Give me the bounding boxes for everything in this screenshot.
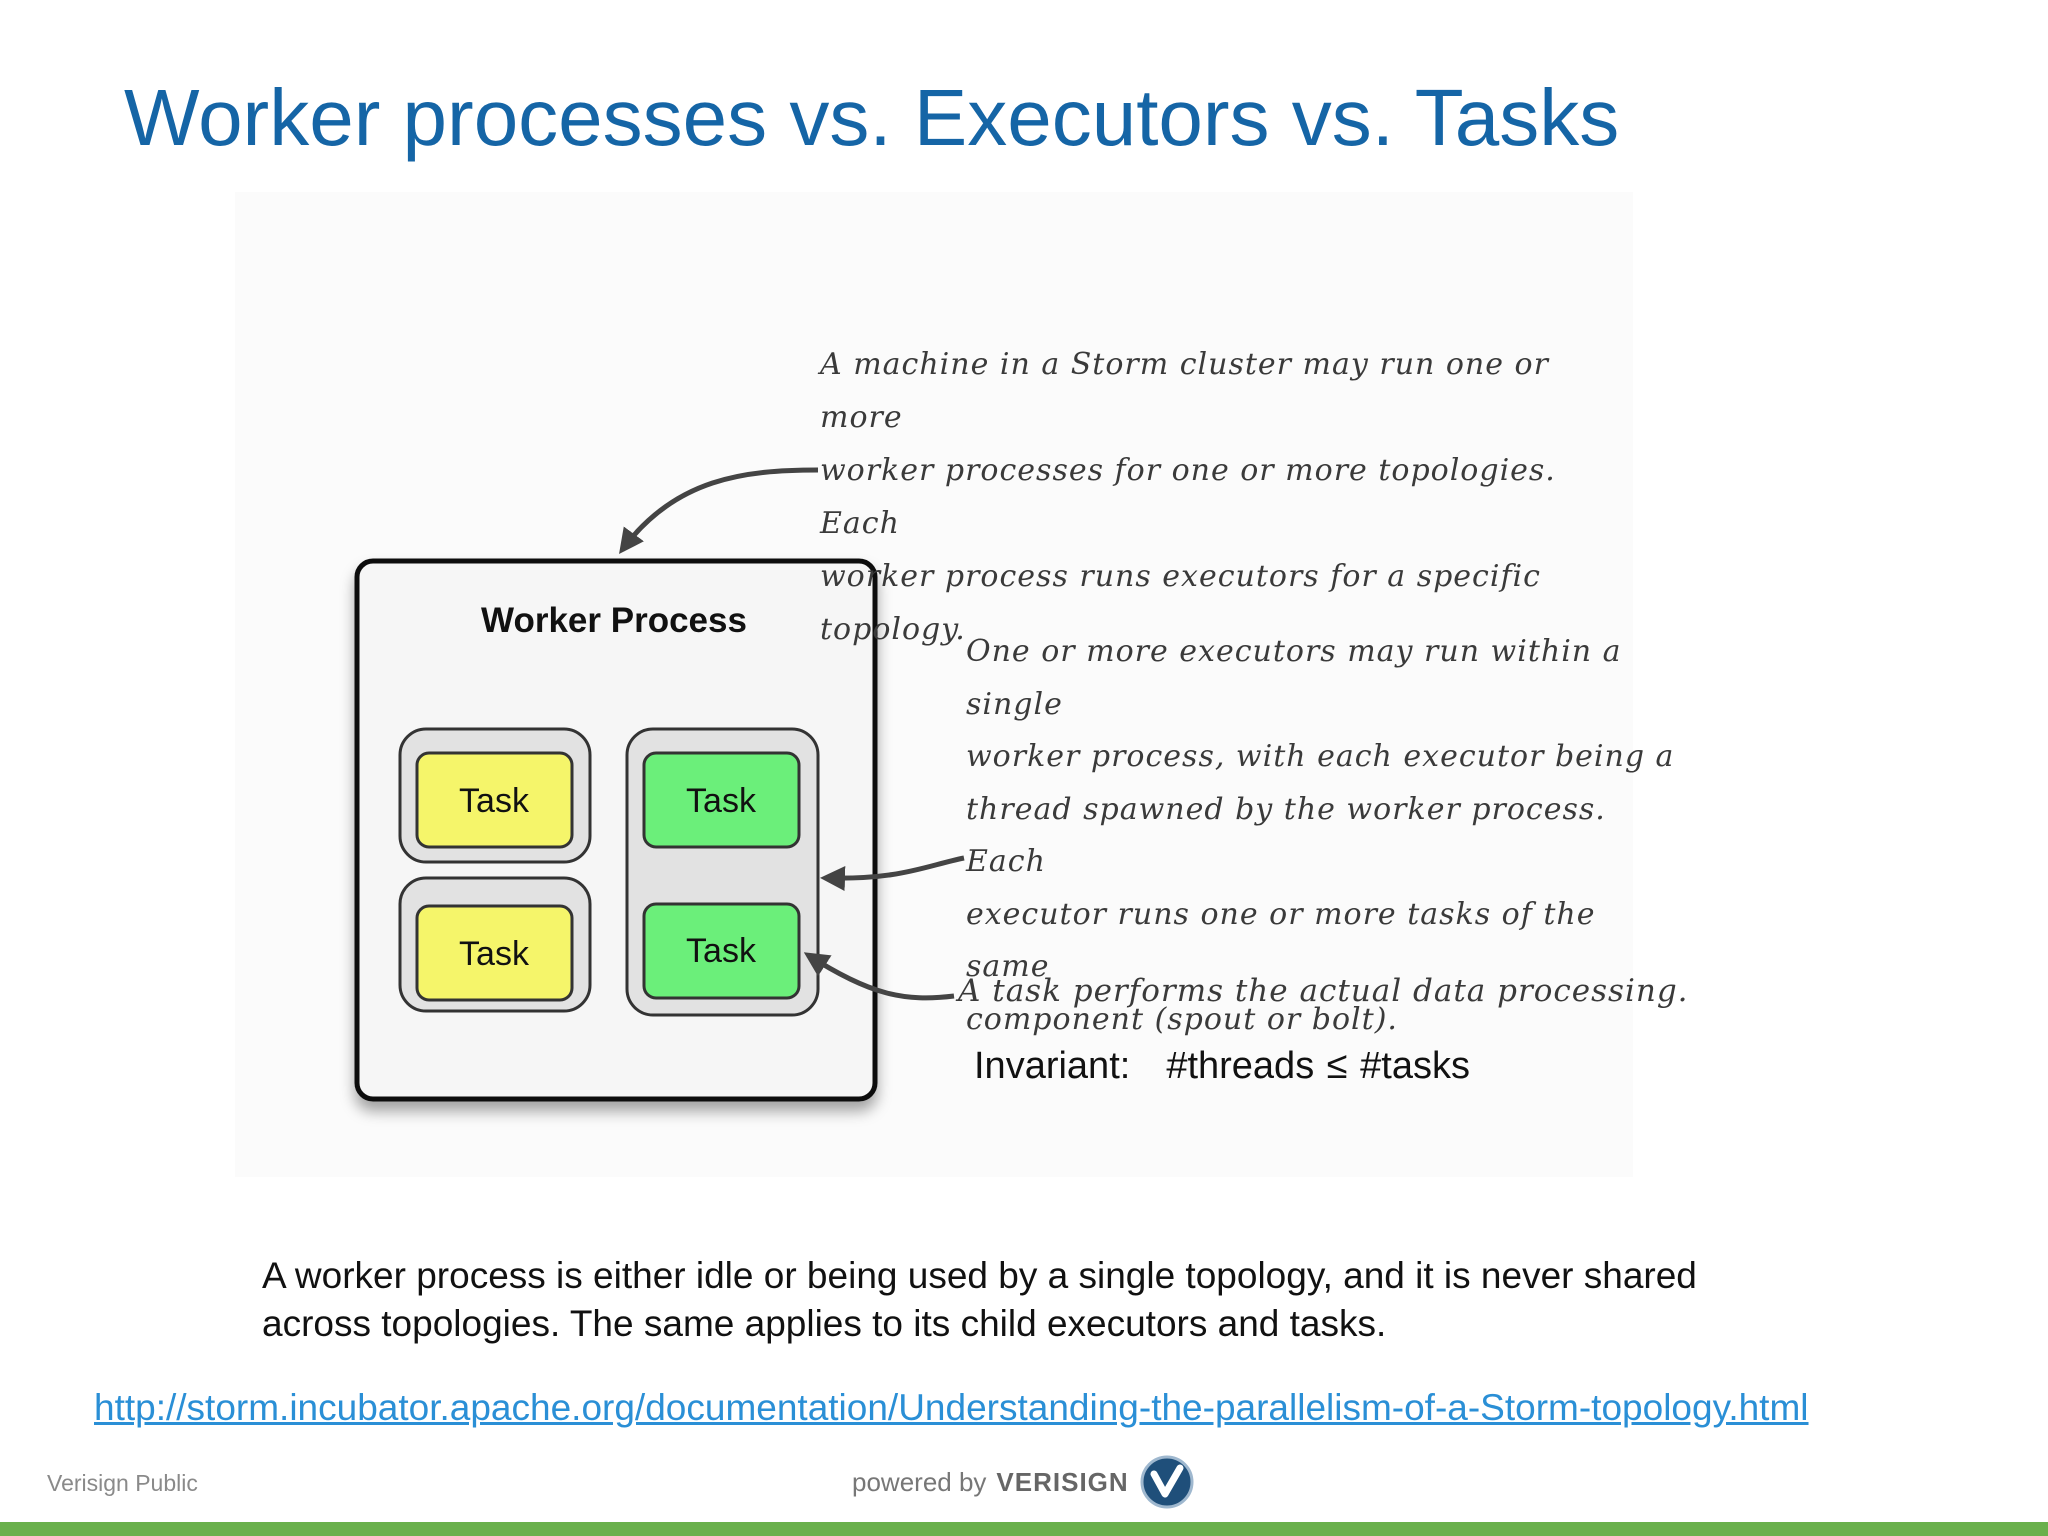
task-label-4: Task xyxy=(686,932,757,970)
task-box-4 xyxy=(642,902,801,1000)
brand-name: VERISIGN xyxy=(996,1466,1129,1497)
invariant-label: Invariant: xyxy=(974,1045,1131,1087)
task-label-3: Task xyxy=(686,782,757,820)
arrow-to-worker-process xyxy=(619,467,819,555)
invariant-expression: #threads ≤ #tasks xyxy=(1166,1045,1470,1087)
arrow-to-task xyxy=(803,952,955,1001)
slide-title: Worker processes vs. Executors vs. Tasks xyxy=(124,73,1620,162)
powered-by-logo: powered by VERISIGN xyxy=(852,1452,1195,1512)
classification-label: Verisign Public xyxy=(47,1470,198,1496)
arrow-to-executor xyxy=(820,855,965,892)
bottom-accent-bar xyxy=(0,1522,2048,1536)
powered-by-text: powered by xyxy=(852,1466,987,1497)
task-box-3 xyxy=(642,751,801,849)
task-box-2 xyxy=(415,904,574,1002)
verisign-check-icon xyxy=(1140,1455,1194,1509)
worker-process-label: Worker Process xyxy=(481,601,747,640)
note-executor: One or more executors may run within a s… xyxy=(966,634,1675,1037)
task-box-1 xyxy=(415,751,574,849)
note-task: A task performs the actual data processi… xyxy=(958,973,1689,1009)
task-label-2: Task xyxy=(459,935,530,973)
task-label-1: Task xyxy=(459,782,530,820)
reference-link[interactable]: http://storm.incubator.apache.org/docume… xyxy=(94,1387,1809,1428)
caption: A worker process is either idle or being… xyxy=(262,1255,1697,1344)
note-machine: A machine in a Storm cluster may run one… xyxy=(820,347,1556,647)
invariant: Invariant: #threads ≤ #tasks xyxy=(974,1045,1470,1088)
